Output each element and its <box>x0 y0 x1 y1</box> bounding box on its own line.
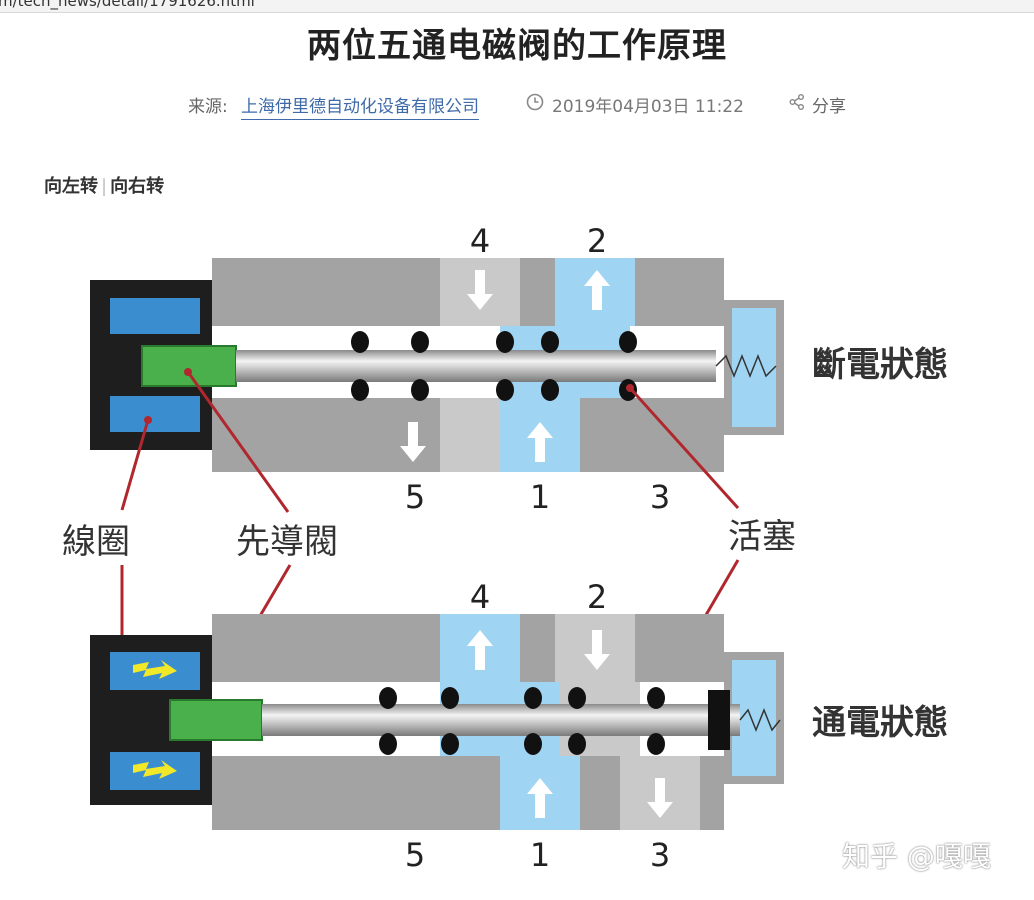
clock-icon <box>526 93 544 116</box>
article-title: 两位五通电磁阀的工作原理 <box>307 26 727 66</box>
port-label: 5 <box>405 478 425 516</box>
coil-label: 線圈 <box>62 522 130 562</box>
pilot-valve <box>141 345 237 387</box>
source-label: 来源: <box>188 97 228 117</box>
coil-upper <box>110 298 200 334</box>
browser-address-bar[interactable]: m/tech_news/detail/1791626.html <box>0 0 1034 13</box>
solenoid-valve-diagram: 4 2 5 1 3 斷電狀態 線圈 先導閥 活塞 <box>62 222 948 874</box>
publish-date: 2019年04月03日 11:22 <box>552 97 744 117</box>
port-label: 4 <box>470 578 490 616</box>
share-icon[interactable] <box>788 93 806 116</box>
zhihu-watermark: 知乎 @嘎嘎 <box>842 840 991 873</box>
spool-rod <box>236 350 716 382</box>
separator: | <box>101 176 108 197</box>
rotate-left-link[interactable]: 向左转 <box>44 176 98 197</box>
port-label: 1 <box>530 478 550 516</box>
source-link[interactable]: 上海伊里德自动化设备有限公司 <box>241 92 479 120</box>
port-label: 3 <box>650 836 670 874</box>
article-meta: 来源: 上海伊里德自动化设备有限公司 2019年04月03日 11:22 分享 <box>0 90 1034 120</box>
o-rings <box>379 687 665 755</box>
port-label: 4 <box>470 222 490 260</box>
port-label: 2 <box>587 222 607 260</box>
valve-off-state: 4 2 5 1 3 斷電狀態 <box>90 222 948 516</box>
state-label-on: 通電狀態 <box>812 703 948 743</box>
return-spring-icon <box>739 707 781 733</box>
pilot-valve <box>169 699 263 741</box>
spool-rod <box>262 704 740 736</box>
url-text: m/tech_news/detail/1791626.html <box>0 0 255 10</box>
port-label: 1 <box>530 836 550 874</box>
share-button[interactable]: 分享 <box>812 97 846 117</box>
rotate-right-link[interactable]: 向右转 <box>110 176 165 197</box>
state-label-off: 斷電狀態 <box>812 345 948 385</box>
coil-lower <box>110 396 200 432</box>
return-spring-icon <box>715 353 777 379</box>
port-label: 3 <box>650 478 670 516</box>
piston-label: 活塞 <box>728 517 796 557</box>
port-label: 5 <box>405 836 425 874</box>
image-rotate-controls: 向左转|向右转 <box>44 172 164 198</box>
valve-on-state: 4 2 5 1 3 通電狀態 <box>90 578 948 874</box>
pilot-label: 先導閥 <box>236 522 338 562</box>
port-label: 2 <box>587 578 607 616</box>
